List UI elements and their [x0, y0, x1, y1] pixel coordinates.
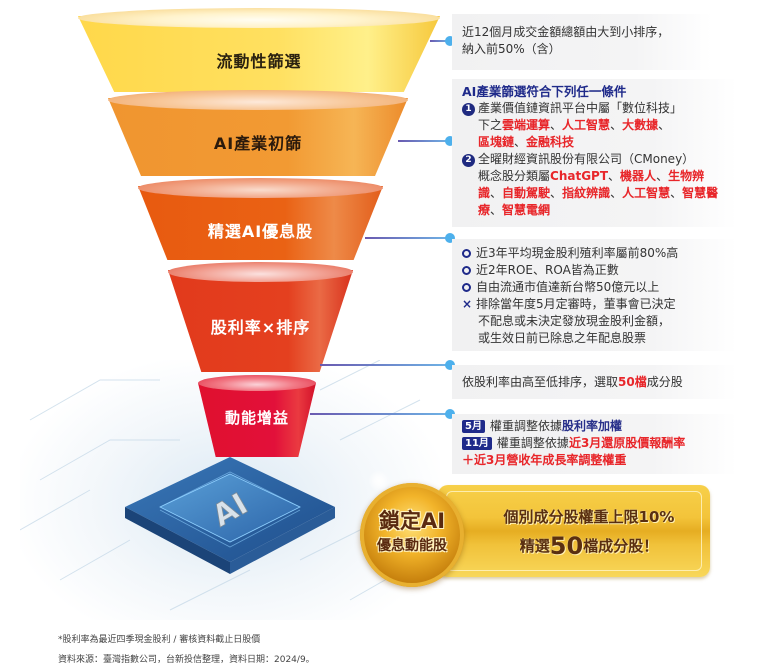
banner-text: 精選 [519, 537, 550, 555]
sparkle-icon [368, 470, 390, 492]
highlight-term: 生物辨識 [478, 169, 705, 200]
circle-check-icon [462, 249, 471, 258]
criteria-text: 依股利率由高至低排序，選取 [462, 375, 619, 389]
criteria-item: 自由流通市值達新台幣50億元以上 [462, 279, 727, 296]
highlight-term: 大數據 [622, 118, 659, 132]
ai-chip-illustration: AI [125, 457, 335, 574]
footnote-source: 資料來源：臺灣指數公司，台新投信整理，資料日期：2024/9。 [58, 655, 315, 665]
circle-check-icon [462, 283, 471, 292]
highlight-term: ChatGPT [550, 169, 609, 183]
highlight-term: 智慧電網 [502, 203, 551, 217]
circle-check-icon [462, 266, 471, 275]
highlight-term: 股利率加權 [561, 419, 622, 433]
separator: 、 [514, 135, 527, 149]
callout-text: 納入前50%（含） [462, 42, 561, 56]
cross-exclude-icon: × [462, 297, 473, 311]
criteria-text: 概念股分類屬 [478, 169, 551, 183]
criteria-text: 成分股 [646, 375, 683, 389]
separator: 、 [670, 186, 683, 200]
connector-dot-icon [445, 136, 455, 146]
highlight-term: 人工智慧 [562, 118, 611, 132]
banner-line-2: 精選50檔成分股！ [438, 532, 710, 560]
connector-dot-icon [445, 360, 455, 370]
connector-dot-icon [445, 36, 455, 46]
summary-banner: 個別成分股權重上限10% 精選50檔成分股！ [438, 485, 710, 577]
separator: 、 [610, 186, 623, 200]
gold-medallion: 鎖定AI 優息動能股 [360, 483, 464, 587]
funnel-tier-ai-dividend: 精選AI優息股 [138, 178, 383, 260]
banner-big-number: 50 [549, 532, 584, 560]
medallion-line-2: 優息動能股 [377, 538, 447, 554]
tier-label: 股利率×排序 [210, 318, 311, 337]
callout-momentum: 5月權重調整依據股利率加權 11月權重調整依據近3月還原股價報酬率 ＋近3月營收… [452, 414, 737, 474]
criteria-item: 近3年平均現金股利殖利率屬前80%高 [462, 245, 727, 262]
highlight-term: 機器人 [620, 169, 657, 183]
criteria-text: 下之 [478, 118, 503, 132]
month-badge-may: 5月 [462, 420, 485, 433]
footnote-definition: *股利率為最近四季現金股利 / 審核資料截止日股價 [58, 635, 261, 645]
tier-label: 動能增益 [224, 409, 289, 427]
highlight-term: 金融科技 [526, 135, 575, 149]
separator: 、 [550, 186, 563, 200]
callout-dividend-criteria: 近3年平均現金股利殖利率屬前80%高 近2年ROE、ROA皆為正數 自由流通市值… [452, 239, 737, 351]
funnel-tier-ai-industry: AI產業初篩 [108, 90, 408, 176]
criteria-text: 權重調整依據 [489, 419, 562, 433]
separator: 、 [610, 118, 623, 132]
tier-label: 流動性篩選 [216, 52, 302, 71]
highlight-term: 雲端運算 [502, 118, 551, 132]
callout-title: AI產業篩選符合下列任一條件 [462, 84, 627, 99]
month-badge-nov: 11月 [462, 437, 492, 450]
criteria-text: 全曜財經資訊股份有限公司（CMoney） [478, 152, 695, 166]
funnel-tier-liquidity: 流動性篩選 [78, 8, 440, 92]
criteria-text: 自由流通市值達新台幣50億元以上 [476, 280, 660, 294]
connector-line [365, 233, 455, 243]
tier-label: AI產業初篩 [213, 134, 303, 153]
callout-liquidity: 近12個月成交金額總額由大到小排序， 納入前50%（含） [452, 14, 712, 70]
separator: 、 [656, 169, 669, 183]
criteria-text: 產業價值鏈資訊平台中屬「數位科技」 [478, 101, 683, 115]
number-2-icon: 2 [462, 154, 475, 167]
highlight-term: 指紋辨識 [562, 186, 611, 200]
highlight-term: ＋近3月營收年成長率調整權重 [462, 453, 627, 467]
banner-line-1: 個別成分股權重上限10% [503, 508, 675, 526]
callout-ranking: 依股利率由高至低排序，選取50檔成分股 [452, 365, 737, 399]
connector-line [310, 409, 455, 419]
separator: 、 [550, 118, 563, 132]
highlight-term: 區塊鏈 [478, 135, 515, 149]
criteria-text: 不配息或未決定發放現金股利金額， [478, 314, 671, 328]
funnel-tier-momentum: 動能增益 [198, 375, 316, 457]
connector-dot-icon [445, 409, 455, 419]
callout-text: 近12個月成交金額總額由大到小排序， [462, 25, 670, 39]
criteria-text: 近3年平均現金股利殖利率屬前80%高 [476, 246, 679, 260]
criteria-item: 近2年ROE、ROA皆為正數 [462, 262, 727, 279]
separator: 、 [608, 169, 621, 183]
connector-line [398, 136, 455, 146]
highlight-term: 50檔 [618, 375, 647, 389]
separator: 、 [490, 186, 503, 200]
highlight-term: 自動駕駛 [502, 186, 551, 200]
highlight-term: 近3月還原股價報酬率 [568, 436, 686, 450]
tier-label: 精選AI優息股 [207, 222, 314, 241]
criteria-text: 排除當年度5月定審時，董事會已決定 [476, 297, 676, 311]
medallion-line-1: 鎖定AI [378, 509, 446, 533]
criteria-text: 權重調整依據 [496, 436, 569, 450]
connector-line [320, 360, 455, 370]
separator: 、 [490, 203, 503, 217]
connector-dot-icon [445, 233, 455, 243]
criteria-text: 或生效日前已除息之年配息股票 [478, 331, 647, 345]
highlight-term: 人工智慧 [622, 186, 671, 200]
connector-line [430, 36, 455, 46]
number-1-icon: 1 [462, 103, 475, 116]
separator: 、 [658, 118, 671, 132]
banner-text: 檔成分股！ [583, 537, 659, 555]
criteria-text: 近2年ROE、ROA皆為正數 [476, 263, 619, 277]
highlight-term: 智慧醫療 [478, 186, 719, 217]
funnel-tier-dividend-ranking: 股利率×排序 [168, 262, 353, 372]
criteria-item: ×排除當年度5月定審時，董事會已決定 [462, 296, 727, 313]
